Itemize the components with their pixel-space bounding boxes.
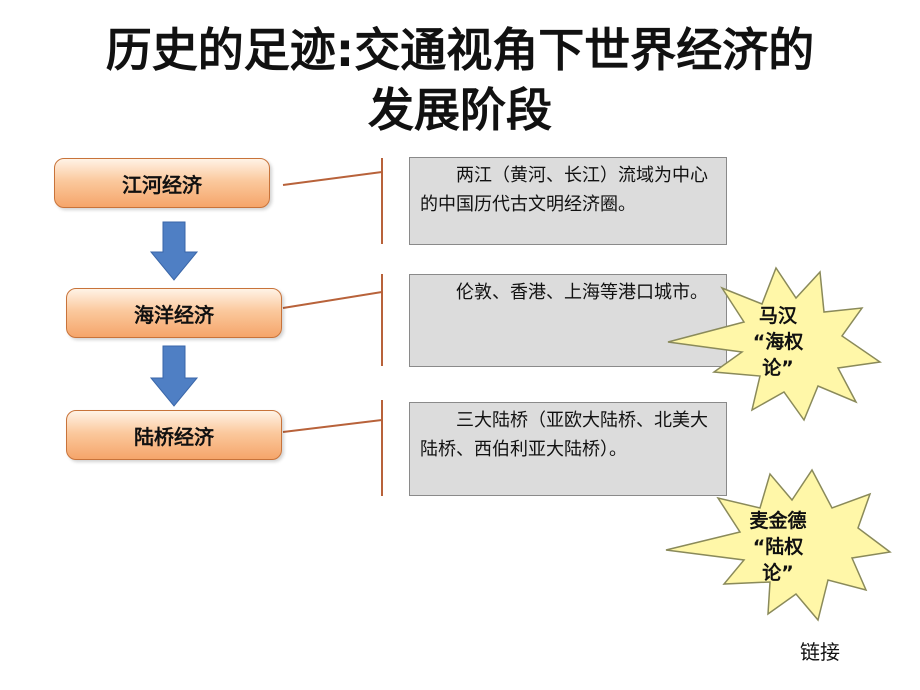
- connector-bar-3: [381, 400, 383, 496]
- burst-text-1: 马汉: [759, 305, 798, 327]
- burst-text-1: 麦金德: [749, 509, 806, 532]
- burst-shape: [665, 468, 892, 622]
- connector-bar-2: [381, 274, 383, 366]
- stage-river-economy: 江河经济: [54, 158, 270, 208]
- burst-text-2: “陆权: [753, 535, 804, 558]
- stage-land-bridge-economy: 陆桥经济: [66, 410, 282, 460]
- stage-description-3: 三大陆桥（亚欧大陆桥、北美大陆桥、西伯利亚大陆桥）。: [409, 402, 727, 496]
- page-title: 历史的足迹:交通视角下世界经济的 发展阶段: [0, 20, 920, 140]
- burst-land-power: 麦金德 “陆权 论”: [665, 468, 892, 622]
- connector-bar-1: [381, 158, 383, 244]
- burst-text-2: “海权: [753, 330, 804, 353]
- burst-text-3: 论”: [762, 356, 794, 379]
- down-arrow-2: [149, 345, 199, 407]
- burst-text-3: 论”: [762, 561, 794, 584]
- down-arrow-1: [149, 221, 199, 281]
- title-line-1: 历史的足迹:交通视角下世界经济的: [105, 23, 815, 77]
- title-line-2: 发展阶段: [368, 83, 552, 137]
- stage-label: 陆桥经济: [134, 424, 214, 449]
- burst-sea-power: 马汉 “海权 论”: [667, 266, 883, 422]
- connector-line-2: [282, 291, 383, 309]
- stage-description-1: 两江（黄河、长江）流域为中心的中国历代古文明经济圈。: [409, 157, 727, 245]
- stage-label: 江河经济: [122, 172, 202, 197]
- stage-label: 海洋经济: [134, 302, 214, 327]
- connector-line-3: [282, 419, 383, 433]
- stage-ocean-economy: 海洋经济: [66, 288, 282, 338]
- link-text[interactable]: 链接: [800, 640, 840, 664]
- connector-line-1: [282, 171, 383, 186]
- stage-description-2: 伦敦、香港、上海等港口城市。: [409, 274, 727, 367]
- burst-shape: [667, 266, 883, 422]
